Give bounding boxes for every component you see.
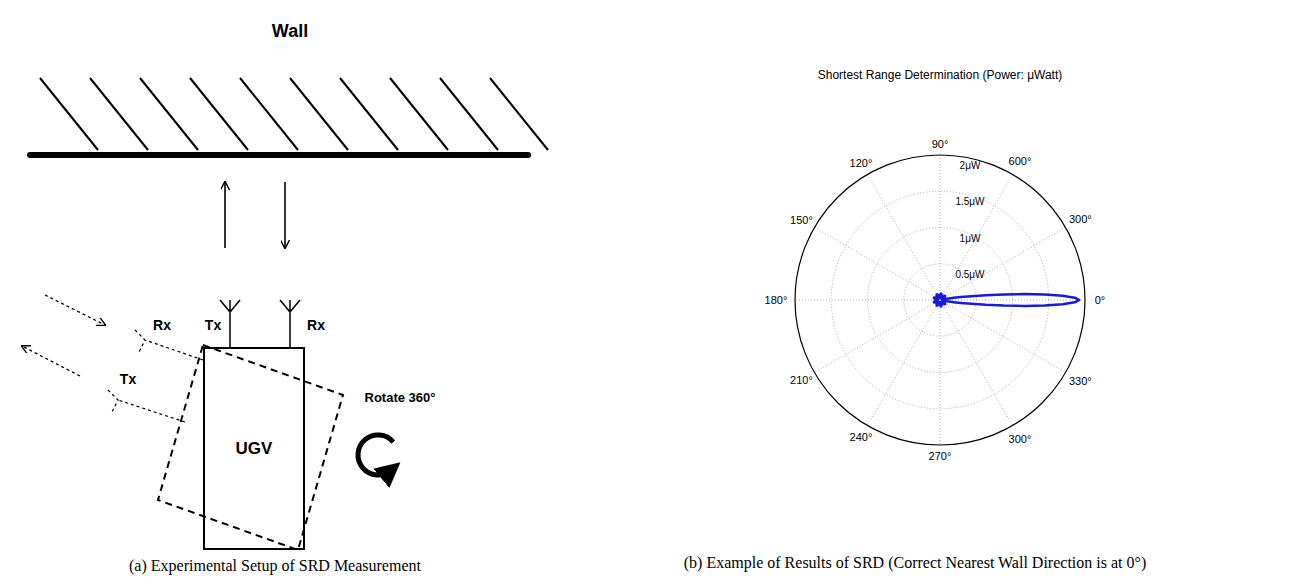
angle-label: 150° xyxy=(790,214,813,226)
angle-label: 300° xyxy=(1009,433,1032,445)
hatch-stroke xyxy=(90,78,148,150)
angle-label: 210° xyxy=(790,374,813,386)
signal-arrow xyxy=(22,346,80,376)
hatch-stroke xyxy=(490,78,548,150)
caption: (a) Experimental Setup of SRD Measuremen… xyxy=(129,557,421,575)
angle-label: 180° xyxy=(765,294,788,306)
signal-arrow xyxy=(224,182,226,248)
rotate-label: Rotate 360° xyxy=(365,391,436,405)
antenna-label: Rx xyxy=(307,318,325,333)
plot-title: Shortest Range Determination (Power: μWa… xyxy=(818,69,1063,82)
caption: (b) Example of Results of SRD (Correct N… xyxy=(620,554,1210,572)
vehicle-box: UGV xyxy=(203,347,305,550)
ring-label: 1.5μW xyxy=(955,196,984,207)
rotation-arrow xyxy=(358,435,393,475)
angle-label: 120° xyxy=(850,157,873,169)
polar-frame xyxy=(795,155,1085,445)
angle-label: 270° xyxy=(929,450,952,462)
antenna xyxy=(220,300,300,347)
wall-line xyxy=(30,152,528,158)
hatch-stroke xyxy=(240,78,298,150)
angle-label: 0° xyxy=(1095,294,1106,306)
wall-label: Wall xyxy=(272,22,308,42)
angle-label: 240° xyxy=(850,431,873,443)
angle-label: 300° xyxy=(1069,213,1092,225)
rotated-antenna xyxy=(108,330,203,422)
angle-label: 600° xyxy=(1009,155,1032,167)
antenna-label: Tx xyxy=(120,372,136,387)
antenna-label: Rx xyxy=(153,318,171,333)
hatch-stroke xyxy=(140,78,198,150)
polar-plot xyxy=(795,155,1085,445)
hatch-stroke xyxy=(390,78,448,150)
ring-label: 2μW xyxy=(960,160,981,171)
hatch-stroke xyxy=(290,78,348,150)
antenna-label: Tx xyxy=(205,318,221,333)
signal-arrow xyxy=(284,182,286,248)
ring-label: 1μW xyxy=(960,232,981,243)
node-text: UGV xyxy=(236,439,273,459)
hatch-stroke xyxy=(40,78,98,150)
angle-label: 330° xyxy=(1069,375,1092,387)
hatch-stroke xyxy=(190,78,248,150)
hatch-stroke xyxy=(440,78,498,150)
angle-label: 90° xyxy=(932,138,949,150)
power-curve xyxy=(934,294,1079,307)
rotated-ugv-outline xyxy=(158,345,343,550)
signal-arrow xyxy=(45,295,105,325)
grid-spoke xyxy=(814,228,1065,373)
wall-hatching xyxy=(40,78,548,150)
hatch-stroke xyxy=(340,78,398,150)
ring-label: 0.5μW xyxy=(955,268,984,279)
